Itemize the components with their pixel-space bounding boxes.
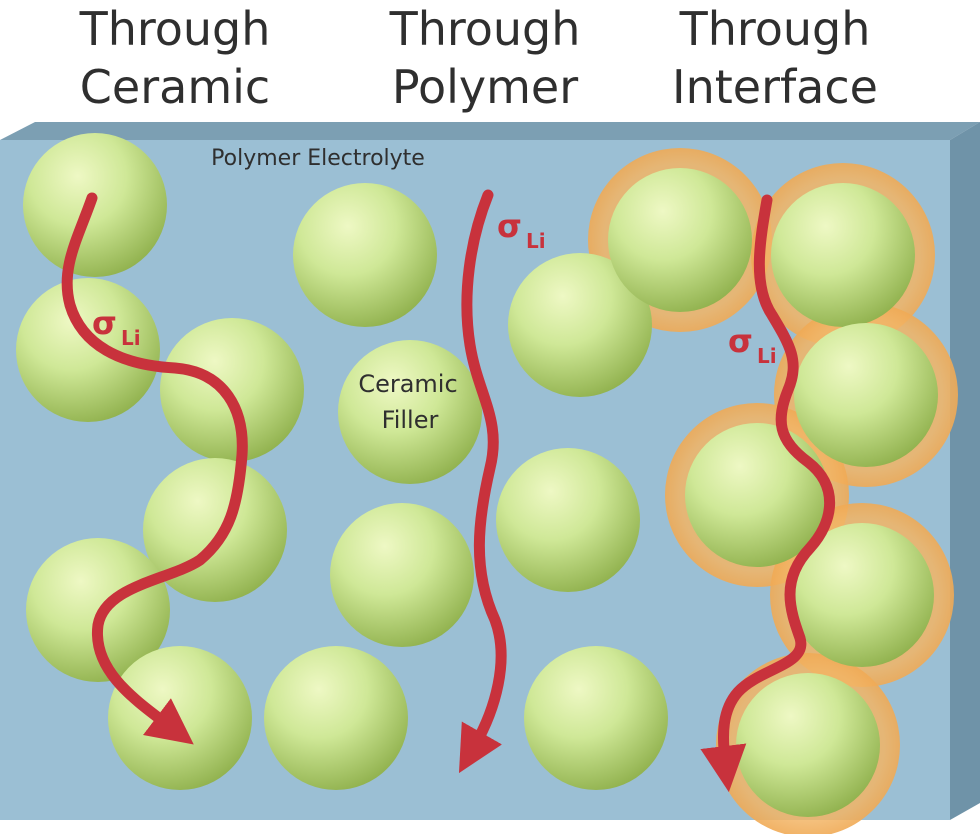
ceramic-particles — [16, 133, 938, 817]
ceramic-particle — [160, 318, 304, 462]
polymer-pathway-arrow — [458, 189, 507, 774]
ceramic-particle — [330, 503, 474, 647]
sigma-subscript: Li — [757, 344, 777, 368]
ceramic-particle — [790, 523, 934, 667]
ceramic-particle — [524, 646, 668, 790]
filler-label-line2: Filler — [382, 406, 439, 434]
sigma-symbol: σ — [728, 322, 753, 360]
heading-through-polymer: Through Polymer — [335, 0, 635, 116]
ceramic-particle — [264, 646, 408, 790]
heading-line: Ceramic — [79, 60, 271, 114]
ceramic-particle — [794, 323, 938, 467]
ceramic-particle — [771, 183, 915, 327]
heading-line: Polymer — [391, 60, 579, 114]
heading-line: Through — [389, 2, 581, 56]
ceramic-particle — [293, 183, 437, 327]
sigma-label-interface: σ Li — [728, 322, 777, 368]
ceramic-particle — [16, 278, 160, 422]
heading-line: Through — [79, 2, 271, 56]
sigma-label-ceramic: σ Li — [92, 304, 141, 350]
matrix-top-face — [0, 122, 980, 140]
heading-line: Interface — [672, 60, 878, 114]
matrix-label: Polymer Electrolyte — [211, 146, 425, 171]
heading-through-ceramic: Through Ceramic — [25, 0, 325, 116]
ceramic-particle — [508, 253, 652, 397]
ceramic-particle — [608, 168, 752, 312]
matrix-side-face — [950, 122, 980, 820]
ceramic-particle — [338, 340, 482, 484]
ceramic-particle — [496, 448, 640, 592]
sigma-symbol: σ — [497, 207, 522, 245]
filler-label-line1: Ceramic — [358, 370, 457, 398]
ceramic-pathway-arrow — [61, 192, 248, 745]
heading-through-interface: Through Interface — [625, 0, 925, 116]
sigma-symbol: σ — [92, 304, 117, 342]
sigma-subscript: Li — [121, 326, 141, 350]
sigma-label-polymer: σ Li — [497, 207, 546, 253]
interface-pathway-arrow — [700, 194, 835, 793]
ceramic-particle — [685, 423, 829, 567]
ceramic-particle — [736, 673, 880, 817]
ceramic-particle — [108, 646, 252, 790]
sigma-subscript: Li — [526, 229, 546, 253]
heading-line: Through — [679, 2, 871, 56]
